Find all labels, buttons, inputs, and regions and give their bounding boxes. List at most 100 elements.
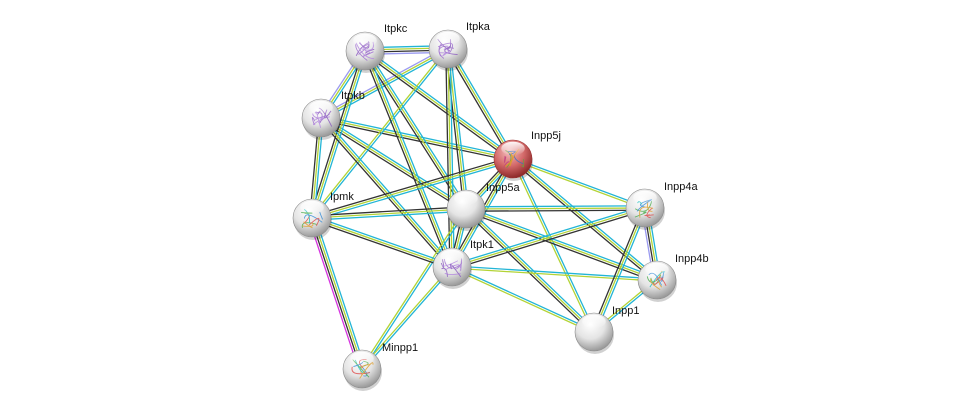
evidence-line-coexpression [465,210,657,283]
node-highlight [436,31,460,46]
node-label: Minpp1 [382,342,418,354]
evidence-line-database [513,158,596,332]
evidence-line-textmining [364,50,514,160]
evidence-line-database [465,205,645,208]
evidence-line-textmining [360,208,466,369]
edge-inpp5j-inpp1[interactable] [511,158,596,333]
evidence-line-textmining [451,207,646,268]
node-highlight [353,33,377,48]
node-highlight [300,200,324,215]
evidence-line-experiments [308,218,360,371]
evidence-line-textmining [320,117,453,268]
evidence-line-textmining [311,158,514,219]
evidence-line-textmining [320,48,449,119]
edge-ipmk-minpp1[interactable] [308,216,366,371]
edge-inpp5j-inpp4a[interactable] [512,157,646,210]
node-highlight [582,314,606,329]
evidence-line-database [466,206,658,279]
evidence-line-coexpression [309,50,364,218]
evidence-line-textmining [320,117,467,210]
evidence-line-database [366,49,455,267]
evidence-line-database [312,215,453,266]
evidence-line-database [312,210,467,221]
node-ipmk[interactable]: Ipmk [292,191,354,240]
evidence-line-textmining [360,265,452,369]
edge-itpk1-minpp1[interactable] [360,265,454,371]
node-minpp1[interactable]: Minpp1 [342,342,418,391]
node-highlight [633,190,657,205]
evidence-line-database [365,48,515,158]
edge-itpka-itpkb[interactable] [319,46,450,121]
evidence-line-database [322,116,455,266]
evidence-line-textmining [465,207,646,210]
node-label: Inpp1 [612,305,640,317]
evidence-line-textmining [511,159,594,333]
evidence-line-coexpression [591,206,644,332]
evidence-line-textmining [311,208,467,219]
edge-inpp4a-inpp1[interactable] [591,206,648,334]
evidence-line-coexpression [310,218,362,370]
evidence-line-coexpression [445,49,451,268]
evidence-line-coexpression [452,209,646,270]
node-inpp5j[interactable]: Inpp5j [493,130,561,181]
evidence-line-database [321,115,468,208]
evidence-line-coexpression [311,156,513,217]
node-label: Ipmk [330,191,354,203]
node-inpp1[interactable]: Inpp1 [574,305,640,354]
evidence-line-database [595,208,648,334]
evidence-line-coexpression [445,49,512,161]
edge-itpk1-inpp1[interactable] [451,265,595,334]
node-inpp5a[interactable]: Inpp5a [446,182,521,231]
edge-inpp5j-ipmk[interactable] [311,156,514,221]
node-highlight [501,141,525,156]
evidence-line-coexpression [311,206,466,217]
evidence-line-textmining [451,267,657,282]
evidence-line-database [362,209,468,370]
evidence-line-textmining [512,158,658,281]
edge-itpkc-itpk1[interactable] [362,49,455,269]
edge-itpkb-inpp5a[interactable] [319,115,468,212]
node-label: Itpkc [384,23,408,35]
evidence-line-database [312,49,450,220]
edge-inpp5a-ipmk[interactable] [311,206,467,221]
edge-inpp5a-minpp1[interactable] [360,208,468,370]
evidence-line-homology [319,46,448,117]
edge-ipmk-itpk1[interactable] [311,215,453,270]
evidence-line-textmining [310,47,448,218]
node-label: Inpp4a [664,181,699,193]
evidence-line-coexpression [362,51,451,269]
node-inpp4b[interactable]: Inpp4b [637,253,709,302]
edge-itpka-inpp5j[interactable] [445,47,516,161]
evidence-line-database [452,265,658,280]
edge-inpp5a-inpp4b[interactable] [465,206,658,283]
evidence-line-database [314,216,366,369]
node-itpkc[interactable]: Itpkc [345,23,408,73]
evidence-line-database [312,160,514,221]
evidence-line-textmining [312,217,364,369]
edge-inpp5j-inpp4b[interactable] [511,156,659,283]
evidence-line-coexpression [320,119,513,162]
evidence-line-database [513,156,659,279]
node-itpka[interactable]: Itpka [428,21,491,71]
edge-itpk1-inpp4b[interactable] [451,265,658,282]
evidence-line-database [362,267,454,371]
evidence-line-database [513,157,646,208]
protein-structure-icon [301,208,324,229]
edge-itpka-ipmk[interactable] [310,47,450,220]
evidence-line-database [451,205,645,266]
node-label: Itpkb [341,90,365,102]
node-label: Inpp4b [675,253,709,265]
node-itpk1[interactable]: Itpk1 [432,239,494,289]
node-itpkb[interactable]: Itpkb [301,90,365,140]
evidence-line-coexpression [464,210,593,335]
evidence-line-coexpression [311,219,452,270]
evidence-line-textmining [512,159,645,210]
evidence-line-database [313,51,368,219]
edge-itpkc-inpp5j[interactable] [363,48,515,162]
edge-itpk1-inpp4a[interactable] [451,205,646,270]
edge-inpp5a-inpp4a[interactable] [465,205,646,212]
node-label: Itpk1 [470,239,494,251]
node-inpp4a[interactable]: Inpp4a [625,181,699,230]
